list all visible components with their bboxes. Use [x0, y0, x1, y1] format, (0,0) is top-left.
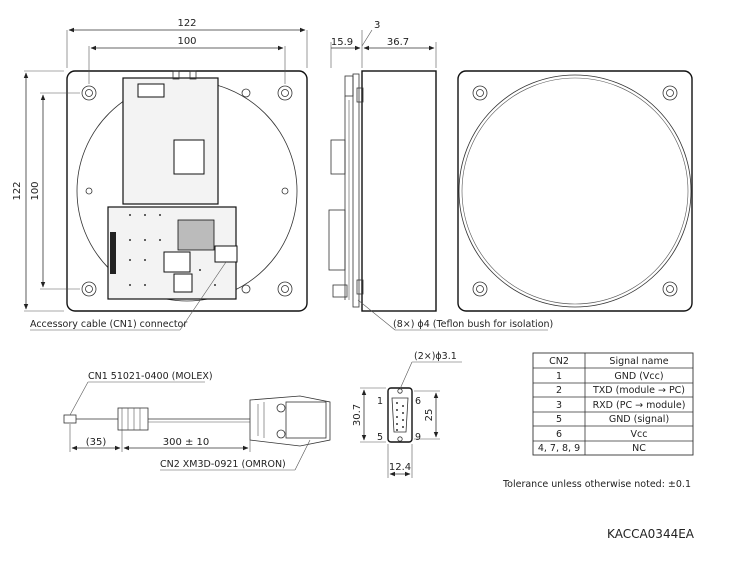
cable-ferrite	[117, 407, 149, 431]
side-body	[361, 70, 437, 312]
sensor-window-outer	[458, 74, 692, 308]
table-cell-signal: GND (signal)	[609, 414, 669, 425]
table-cell-signal: GND (Vcc)	[614, 371, 663, 382]
pcb-dots	[129, 214, 216, 286]
table-header-signal: Signal name	[609, 356, 668, 367]
pin-6-label: 6	[415, 396, 421, 407]
side-view: 15.9 36.7 3 (8×) ϕ4 (Teflon bush for iso…	[328, 20, 553, 331]
table-cell-pin: 1	[556, 371, 562, 382]
label-teflon-bush: (8×) ϕ4 (Teflon bush for isolation)	[393, 319, 553, 330]
sensor-window-inner	[461, 77, 689, 305]
cn2-shell	[387, 387, 413, 443]
dim-front-width: 122	[177, 18, 196, 29]
table-cell-pin: 6	[556, 429, 562, 440]
dim-front-hole-pitch-v: 100	[30, 181, 41, 200]
label-cn1-part: CN1 51021-0400 (MOLEX)	[88, 371, 213, 382]
cn2-d-sub	[391, 397, 409, 433]
sensor-mount-holes	[472, 85, 678, 297]
dim-side-left: 15.9	[331, 37, 353, 48]
cable-drawing: CN1 51021-0400 (MOLEX) CN2 XM3D-0921 (OM…	[63, 371, 331, 471]
front-view: 122 100 122 100 Accessory cable (CN1) co…	[12, 18, 308, 331]
table-cell-signal: Vcc	[631, 429, 648, 440]
front-housing-outline	[66, 70, 308, 312]
table-cell-pin: 2	[556, 385, 562, 396]
table-cell-pin: 4, 7, 8, 9	[538, 443, 580, 454]
side-connector-lower	[328, 209, 346, 271]
pcb-ic-2	[173, 273, 193, 293]
label-holes: (2×)ϕ3.1	[414, 351, 457, 362]
pcb-header	[110, 232, 116, 274]
dim-cn2-width: 12.4	[389, 462, 411, 473]
pcb-ic	[163, 251, 191, 273]
dim-cable-length: 300 ± 10	[163, 437, 210, 448]
label-accessory-cable: Accessory cable (CN1) connector	[30, 319, 187, 330]
tolerance-note: Tolerance unless otherwise noted: ±0.1	[502, 479, 691, 490]
dim-side-body: 36.7	[387, 37, 409, 48]
cn2-connector-face: 1 5 6 9 (2×)ϕ3.1 30.7 25 12.4	[352, 351, 462, 478]
front-sensor-view	[457, 70, 693, 312]
dim-side-gap: 3	[374, 20, 380, 31]
pcb-chip	[173, 139, 205, 175]
dim-front-hole-pitch-h: 100	[177, 36, 196, 47]
table-header-cn2: CN2	[549, 356, 569, 367]
pin-5-label: 5	[377, 432, 383, 443]
pin-9-label: 9	[415, 432, 421, 443]
sensor-housing	[457, 70, 693, 312]
dim-front-height: 122	[12, 181, 23, 200]
side-connector-upper	[330, 139, 346, 175]
pin-1-label: 1	[377, 396, 383, 407]
cn1-plug	[63, 414, 77, 424]
pcb-label-block	[137, 83, 165, 98]
side-flange	[352, 73, 360, 308]
cn1-connector-body	[214, 245, 238, 263]
label-cn2-part: CN2 XM3D-0921 (OMRON)	[160, 459, 286, 470]
table-cell-pin: 5	[556, 414, 562, 425]
dim-cable-tail: (35)	[86, 437, 107, 448]
pcb-component-cluster	[177, 219, 215, 251]
table-cell-pin: 3	[556, 400, 562, 411]
pin-table: CN2 Signal name 1 GND (Vcc) 2 TXD (modul…	[532, 352, 694, 456]
drawing-code: KACCA0344EA	[607, 527, 695, 541]
table-cell-signal: RXD (PC → module)	[593, 400, 686, 411]
cn2-plug	[249, 395, 331, 447]
table-cell-signal: TXD (module → PC)	[592, 385, 685, 396]
table-cell-signal: NC	[632, 443, 646, 454]
dim-cn2-pitch: 25	[424, 409, 435, 422]
dim-cn2-height: 30.7	[352, 404, 363, 426]
